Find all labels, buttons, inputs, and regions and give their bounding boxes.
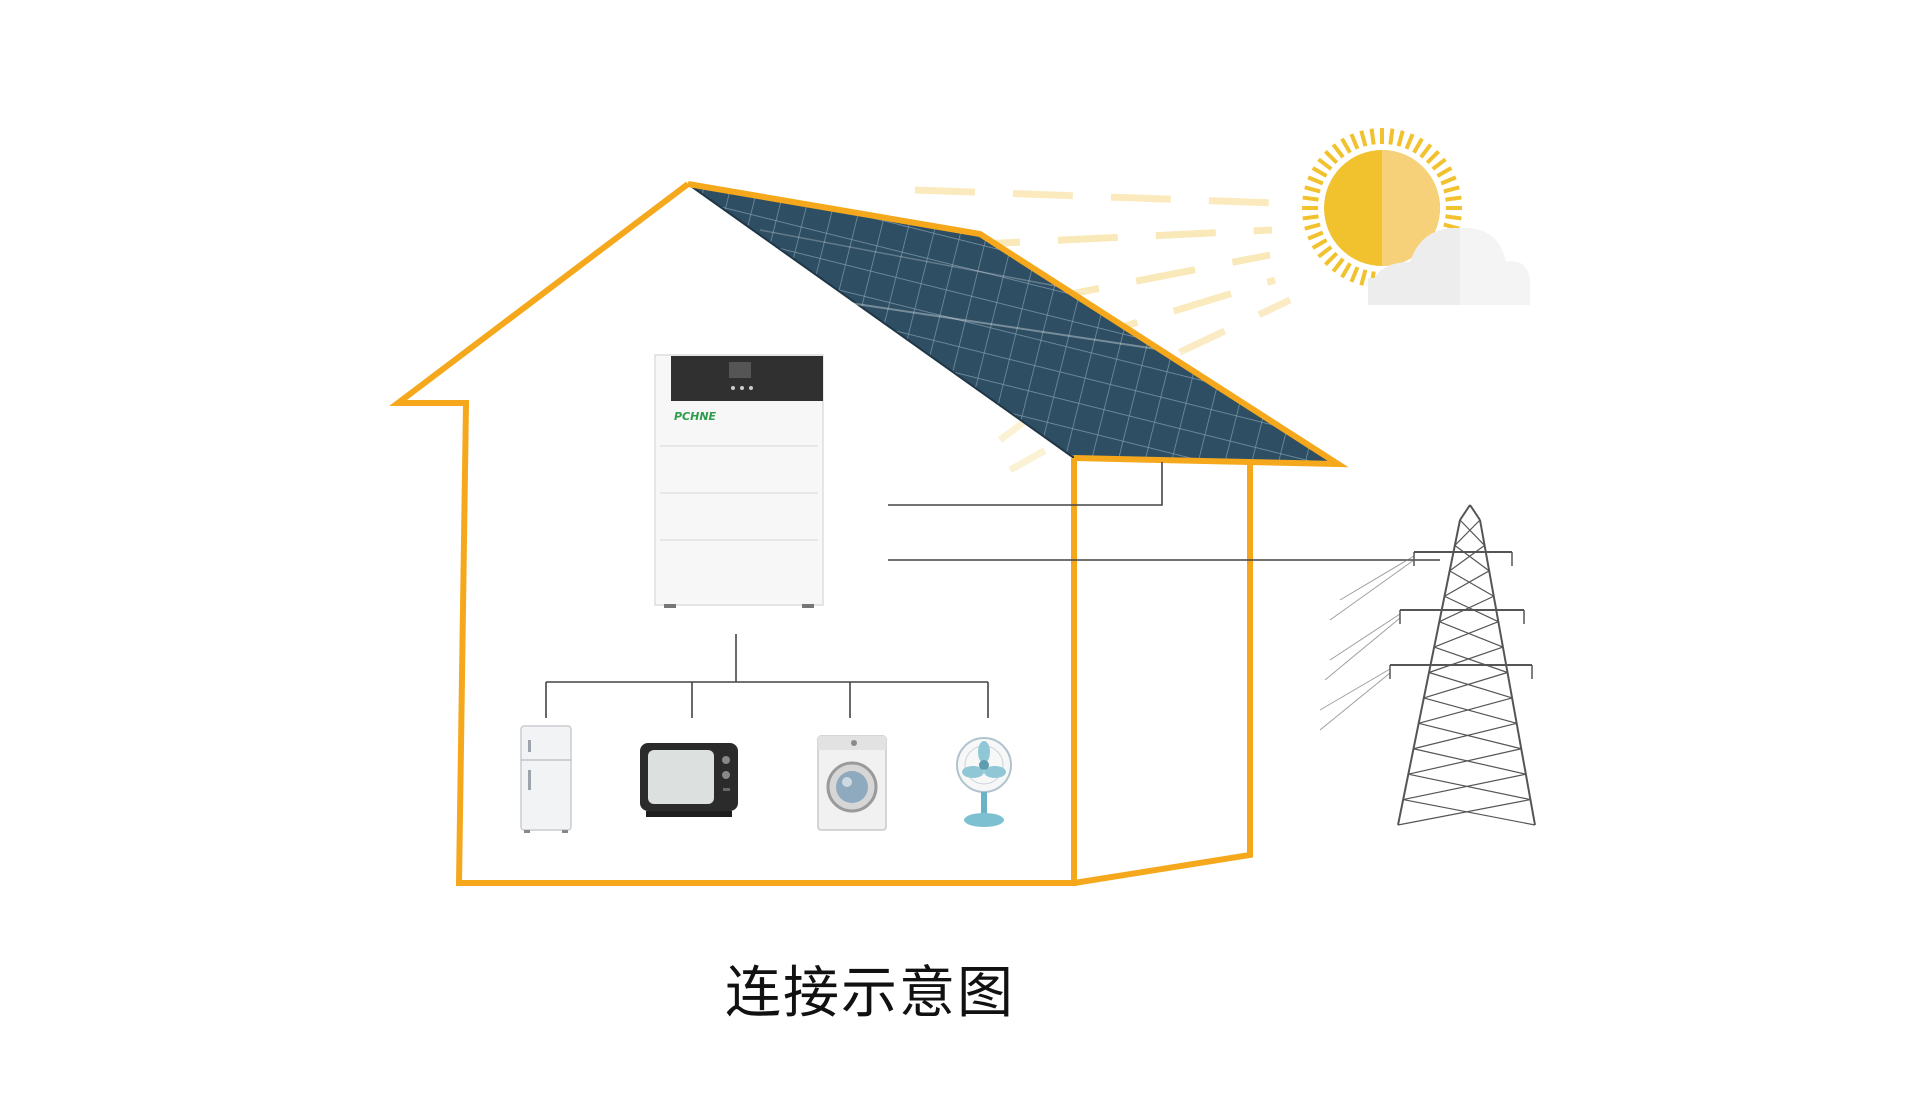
sun-ray bbox=[1349, 133, 1360, 150]
sun-ray bbox=[1340, 137, 1352, 154]
tower-brace bbox=[1439, 621, 1504, 648]
house-outline bbox=[389, 181, 1349, 886]
wiring bbox=[545, 462, 1440, 718]
power-tower bbox=[1319, 504, 1536, 826]
tower-brace bbox=[1408, 748, 1522, 775]
sun-ray bbox=[1404, 133, 1415, 150]
sun-ray bbox=[1359, 269, 1368, 286]
brand-logo: PCHNE bbox=[674, 410, 717, 423]
washing-machine-icon bbox=[817, 735, 887, 831]
tower-brace bbox=[1454, 519, 1481, 546]
sun-ray bbox=[1388, 128, 1395, 145]
sun-ray bbox=[1307, 175, 1324, 186]
tower-brace bbox=[1403, 773, 1526, 801]
sun-ray bbox=[1331, 143, 1345, 159]
sun-ray bbox=[1311, 166, 1328, 178]
tower-brace bbox=[1449, 570, 1495, 597]
tower-brace bbox=[1439, 595, 1495, 623]
fan-icon bbox=[956, 737, 1012, 827]
sun-ray bbox=[1440, 175, 1457, 186]
sun-ray bbox=[1369, 128, 1376, 145]
sun-ray bbox=[1396, 130, 1405, 147]
sun-ray bbox=[1311, 238, 1328, 250]
sun-ray bbox=[1445, 195, 1462, 202]
tower-brace bbox=[1444, 595, 1499, 623]
tower-brace bbox=[1444, 570, 1490, 597]
tower-brace bbox=[1454, 544, 1490, 572]
tower-brace bbox=[1428, 646, 1504, 674]
tower-brace bbox=[1403, 798, 1536, 826]
sun-ray bbox=[1317, 245, 1333, 259]
tower-brace bbox=[1408, 773, 1531, 801]
tower-brace bbox=[1413, 722, 1517, 750]
sun-ray bbox=[1317, 157, 1333, 171]
diagram-caption: 连接示意图 bbox=[725, 961, 1015, 1026]
sun-ray bbox=[1340, 262, 1352, 279]
sun-ray bbox=[1412, 137, 1424, 154]
sun-ray bbox=[1443, 185, 1460, 194]
tower-brace bbox=[1449, 544, 1485, 572]
tower-brace bbox=[1397, 798, 1531, 826]
battery-inverter: PCHNE bbox=[654, 354, 824, 608]
sun-ray bbox=[1307, 230, 1324, 241]
tower-brace bbox=[1418, 722, 1522, 750]
tower-brace bbox=[1433, 621, 1499, 648]
sun-ray bbox=[1302, 195, 1319, 202]
sun-ray bbox=[1331, 257, 1345, 273]
sun-ray bbox=[1324, 251, 1339, 266]
sun-ray bbox=[1419, 143, 1433, 159]
sun-ray bbox=[1359, 130, 1368, 147]
sun-ray bbox=[1436, 166, 1453, 178]
sun-ray bbox=[1302, 214, 1319, 221]
tower-brace bbox=[1413, 748, 1526, 775]
tower-brace bbox=[1433, 646, 1508, 674]
cloud-icon bbox=[1368, 227, 1530, 305]
tower-brace bbox=[1423, 671, 1508, 699]
sun-ray bbox=[1431, 157, 1447, 171]
tv-icon bbox=[640, 743, 738, 817]
sun-ray bbox=[1445, 214, 1462, 221]
sun-ray bbox=[1304, 185, 1321, 194]
tower-brace bbox=[1428, 671, 1513, 699]
sun-ray bbox=[1349, 266, 1360, 283]
sun-ray bbox=[1324, 150, 1339, 165]
refrigerator-icon bbox=[520, 725, 572, 833]
tower-brace bbox=[1459, 519, 1486, 546]
sun-ray bbox=[1304, 222, 1321, 231]
sun-ray bbox=[1425, 150, 1440, 165]
tower-brace bbox=[1423, 697, 1517, 724]
tower-brace bbox=[1418, 697, 1513, 724]
